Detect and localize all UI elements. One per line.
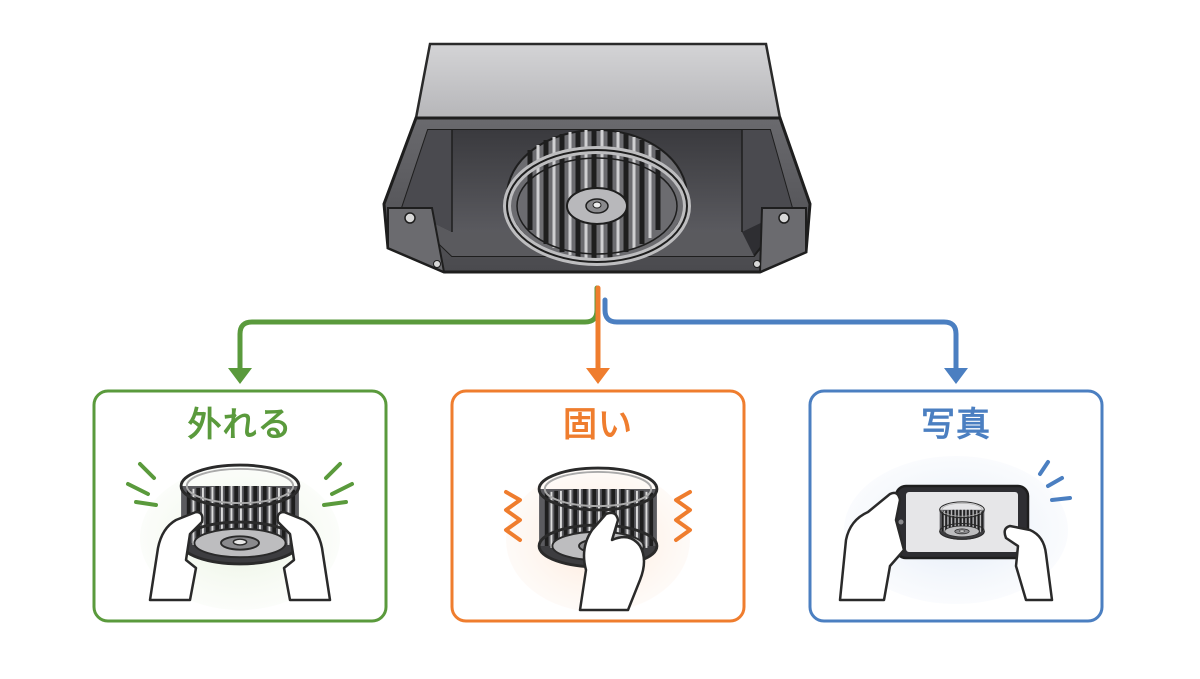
arrow-to-photo: [602, 297, 959, 373]
card-title-removable: 外れる: [187, 405, 293, 445]
arrowhead-stuck: [586, 368, 610, 384]
camera-flash-lines: [1038, 460, 1072, 502]
hand-icon: [838, 491, 906, 602]
hand-icon: [276, 510, 332, 602]
burst-lines-left: [126, 462, 158, 507]
burst-lines-right: [322, 462, 354, 507]
card-stuck: [450, 389, 746, 623]
arrowhead-removable: [228, 368, 252, 384]
branch-arrows: [228, 285, 968, 384]
arrow-to-removable: [237, 285, 600, 373]
shake-marks-left: [504, 490, 522, 542]
card-removable: [92, 389, 388, 623]
smartphone-icon: [894, 484, 1030, 560]
sirocco-fan-icon: [503, 129, 691, 266]
range-hood-fan-housing-icon: [382, 42, 812, 274]
shake-marks-right: [674, 490, 692, 542]
card-title-photo: 写真: [921, 405, 991, 445]
card-title-stuck: 固い: [563, 405, 633, 445]
arrowhead-photo: [944, 368, 968, 384]
hand-icon: [1003, 524, 1054, 602]
hand-icon: [578, 511, 646, 612]
hand-icon: [148, 510, 204, 602]
card-photo: [808, 389, 1104, 623]
